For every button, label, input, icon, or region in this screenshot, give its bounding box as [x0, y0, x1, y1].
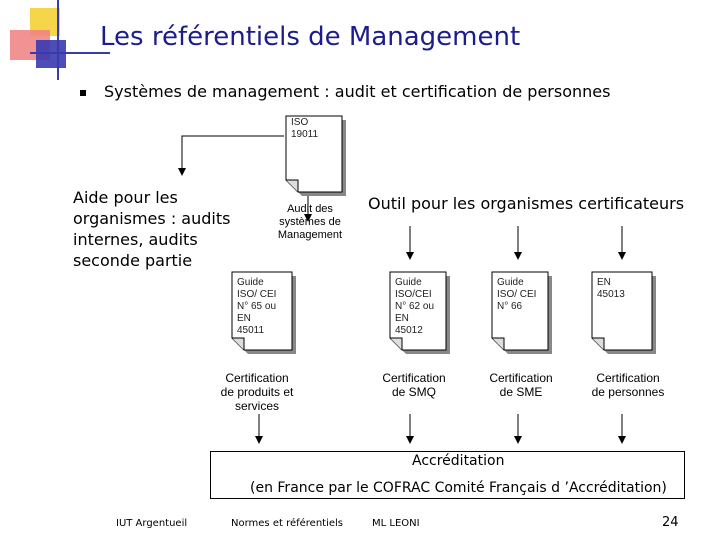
doc-en-45013: EN 45013: [597, 277, 625, 300]
label-cert-personnes: Certification de personnes: [591, 371, 665, 399]
accreditation-title: Accréditation: [412, 453, 505, 469]
page-subtitle: Systèmes de management : audit et certif…: [104, 82, 611, 101]
doc-iso-19011: ISO 19011: [291, 117, 319, 140]
document-shapes: [231, 115, 656, 354]
bullet-marker: [80, 90, 86, 96]
label-cert-sme: Certification de SME: [489, 371, 553, 399]
doc-guide-65: Guide ISO/ CEI N° 65 ou EN 45011: [237, 277, 277, 336]
footer-center: Normes et référentiels: [231, 518, 344, 529]
label-cert-smq: Certification de SMQ: [382, 371, 446, 399]
accreditation-box: [210, 451, 685, 499]
footer-left: IUT Argentueil: [116, 518, 188, 529]
title-decoration: [10, 0, 110, 80]
page-number: 24: [662, 515, 679, 530]
connector-iso19011-aide: [178, 135, 284, 176]
label-aide: Aide pour les organismes : audits intern…: [73, 188, 231, 270]
footer-author: ML LEONI: [372, 518, 420, 529]
page-title: Les référentiels de Management: [100, 22, 521, 52]
label-cert-produits: Certification de produits et services: [220, 371, 294, 413]
accreditation-detail: (en France par le COFRAC Comité Français…: [250, 480, 667, 496]
label-outil: Outil pour les organismes certificateurs: [368, 194, 685, 213]
label-audit: Audit des systèmes de Management: [277, 203, 343, 241]
doc-guide-66: Guide ISO/ CEI N° 66: [497, 277, 537, 312]
doc-guide-62: Guide ISO/CEI N° 62 ou EN 45012: [395, 277, 435, 336]
